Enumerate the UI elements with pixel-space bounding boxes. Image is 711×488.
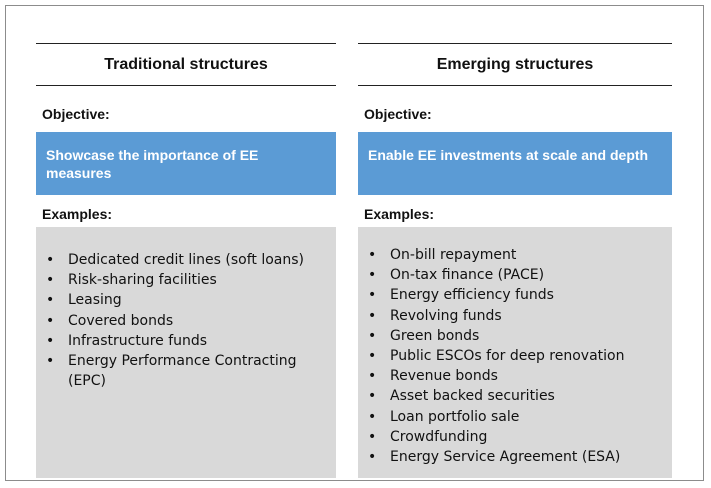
heading-rule-bottom [358,85,672,86]
examples-box: •On-bill repayment •On-tax finance (PACE… [358,227,672,478]
list-item: •Infrastructure funds [46,331,336,351]
list-item: •Crowdfunding [368,427,672,447]
list-item: •Revenue bonds [368,366,672,386]
column-heading: Traditional structures [104,56,268,73]
bullet-icon: • [368,368,377,385]
bullet-icon: • [368,307,377,324]
list-item: •Energy Service Agreement (ESA) [368,447,672,467]
bullet-icon: • [368,388,377,405]
list-item: •Energy efficiency funds [368,285,672,305]
list-item: •Revolving funds [368,306,672,326]
bullet-icon: • [46,353,55,370]
objective-box: Enable EE investments at scale and depth [358,132,672,195]
objective-text: Showcase the importance of EE measures [46,147,259,181]
list-item: •Green bonds [368,326,672,346]
heading-rule-bottom [36,85,336,86]
bullet-icon: • [46,332,55,349]
list-item: •Dedicated credit lines (soft loans) [46,250,336,270]
bullet-icon: • [368,287,377,304]
bullet-icon: • [368,247,377,263]
list-item: •On-bill repayment [368,245,672,265]
examples-list: •On-bill repayment •On-tax finance (PACE… [358,245,672,467]
list-item: •Energy Performance Contracting (EPC) [46,353,297,390]
bullet-icon: • [368,267,377,284]
list-item: •Risk-sharing facilities [46,270,336,290]
column-heading: Emerging structures [436,56,594,73]
objective-box: Showcase the importance of EE measures [36,132,336,195]
bullet-icon: • [368,428,377,445]
heading-rule-top [358,43,672,44]
bullet-icon: • [368,408,377,425]
objective-label: Objective: [364,106,432,122]
diagram-frame: Traditional structures Objective: Showca… [5,5,704,481]
examples-list: •Dedicated credit lines (soft loans) •Ri… [36,250,336,391]
list-item: •On-tax finance (PACE) [368,265,672,285]
objective-text: Enable EE investments at scale and depth [368,147,649,163]
bullet-icon: • [368,327,377,344]
examples-label: Examples: [42,206,113,222]
objective-label: Objective: [42,106,110,122]
bullet-icon: • [46,292,55,309]
bullet-icon: • [46,252,55,268]
list-item: •Asset backed securities [368,386,672,406]
list-item: •Public ESCOs for deep renovation [368,346,672,366]
bullet-icon: • [368,348,377,365]
bullet-icon: • [368,449,377,466]
bullet-icon: • [46,272,55,289]
list-item: •Leasing [46,290,336,310]
list-item: •Covered bonds [46,311,336,331]
examples-label: Examples: [364,206,435,222]
heading-rule-top [36,43,336,44]
bullet-icon: • [46,312,55,329]
examples-box: •Dedicated credit lines (soft loans) •Ri… [36,227,336,478]
list-item: •Loan portfolio sale [368,407,672,427]
